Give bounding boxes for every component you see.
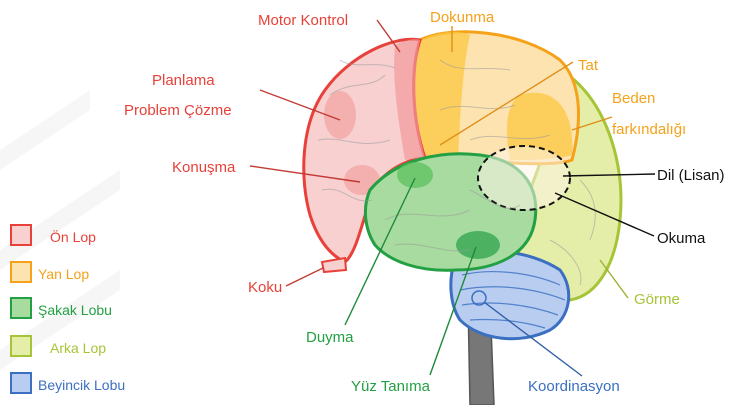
language-reading-region: [478, 146, 570, 210]
legend-swatch: [11, 225, 31, 245]
label-koku: Koku: [248, 279, 282, 296]
legend-swatch: [11, 298, 31, 318]
legend-label: Arka Lop: [50, 340, 106, 356]
legend-label: Yan Lop: [38, 266, 89, 282]
olfactory-bulb: [322, 258, 346, 272]
legend-label: Şakak Lobu: [38, 302, 112, 318]
label-dil: Dil (Lisan): [657, 167, 725, 184]
legend-swatch: [11, 336, 31, 356]
face-recognition-area: [456, 231, 500, 259]
legend-label: Ön Lop: [50, 228, 96, 245]
label-motor-kontrol: Motor Kontrol: [258, 12, 348, 29]
legend-item-yan-lop: Yan Lop: [11, 262, 89, 282]
label-planlama: Planlama: [152, 72, 215, 89]
label-beden: Beden: [612, 90, 655, 107]
label-okuma: Okuma: [657, 230, 706, 247]
label-koordinasyon: Koordinasyon: [528, 378, 620, 395]
label-yuz-tanima: Yüz Tanıma: [351, 378, 431, 395]
label-problem-cozme: Problem Çözme: [124, 102, 232, 119]
legend-item-arka-lop: Arka Lop: [11, 336, 106, 356]
label-dokunma: Dokunma: [430, 9, 495, 26]
label-farkindaligi: farkındalığı: [612, 121, 686, 138]
legend-swatch: [11, 262, 31, 282]
legend-label: Beyincik Lobu: [38, 377, 125, 393]
label-tat: Tat: [578, 57, 599, 74]
label-konusma: Konuşma: [172, 159, 236, 176]
legend-item-beyincik-lobu: Beyincik Lobu: [11, 373, 125, 393]
legend-swatch: [11, 373, 31, 393]
label-duyma: Duyma: [306, 329, 354, 346]
label-gorme: Görme: [634, 291, 680, 308]
hearing-area: [397, 162, 433, 188]
planning-area: [324, 91, 356, 139]
